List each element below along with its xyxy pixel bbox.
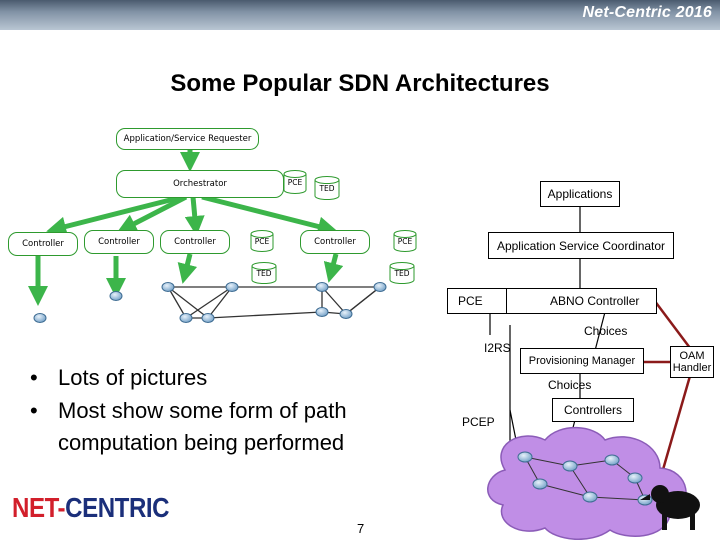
choices-top-label: Choices xyxy=(584,324,628,338)
controllers-box: Controllers xyxy=(552,398,634,422)
net-centric-logo: NET-CENTRIC xyxy=(12,492,170,524)
network-cloud xyxy=(487,426,687,540)
controller-box-2: Controller xyxy=(84,230,154,254)
pcep-label: PCEP xyxy=(462,415,495,429)
choices-mid-label: Choices xyxy=(548,378,592,392)
bullet-text: computation being performed xyxy=(58,430,345,455)
pce-divider xyxy=(448,289,507,313)
abno-controller-label: ABNO Controller xyxy=(550,294,640,308)
provisioning-manager-box: Provisioning Manager xyxy=(520,348,644,374)
right-pce: PCE xyxy=(393,230,417,252)
controller-ted-label: TED xyxy=(256,268,272,278)
cylinder-icon xyxy=(251,262,277,284)
controller-box-3: Controller xyxy=(160,230,230,254)
right-pce-label: PCE xyxy=(397,236,413,246)
bullet-list: •Lots of pictures •Most show some form o… xyxy=(30,362,347,460)
oam-handler-box: OAM Handler xyxy=(670,346,714,378)
cylinder-icon xyxy=(389,262,415,284)
cylinder-icon xyxy=(314,176,340,200)
cylinder-icon xyxy=(393,230,417,252)
bullet-text: Most show some form of path xyxy=(58,397,347,423)
applications-box: Applications xyxy=(540,181,620,207)
abno-box: PCE ABNO Controller xyxy=(447,288,657,314)
orchestrator-pce-label: PCE xyxy=(287,177,303,187)
orchestrator-box: Orchestrator xyxy=(116,170,284,198)
banner-text: Net-Centric 2016 xyxy=(582,4,712,21)
coordinator-box: Application Service Coordinator xyxy=(488,232,674,259)
i2rs-label: I2RS xyxy=(484,341,511,355)
green-arrows xyxy=(28,148,344,306)
oam-connectors xyxy=(642,299,692,481)
slide-title: Some Popular SDN Architectures xyxy=(170,70,550,97)
orchestrator-ted-label: TED xyxy=(319,183,335,193)
abno-pce-label: PCE xyxy=(458,294,483,308)
network-nodes xyxy=(33,282,387,323)
mascot-icon xyxy=(640,485,700,530)
page-number: 7 xyxy=(357,521,365,536)
orchestrator-ted: TED xyxy=(314,176,340,200)
header-banner: Net-Centric 2016 xyxy=(0,0,720,30)
bullet-continuation: computation being performed xyxy=(30,427,347,460)
requester-box: Application/Service Requester xyxy=(116,128,259,150)
controller-box-4: Controller xyxy=(300,230,370,254)
bullet-text: Lots of pictures xyxy=(58,365,208,390)
controller-pce-label: PCE xyxy=(254,236,270,246)
bullet-item: •Most show some form of path xyxy=(30,395,347,428)
controller-box-1: Controller xyxy=(8,232,78,256)
right-ted: TED xyxy=(389,262,415,284)
logo-suffix: CENTRIC xyxy=(65,492,170,523)
controller-pce: PCE xyxy=(250,230,274,252)
cylinder-icon xyxy=(250,230,274,252)
orchestrator-pce: PCE xyxy=(283,170,307,194)
bullet-item: •Lots of pictures xyxy=(30,362,347,395)
controller-ted: TED xyxy=(251,262,277,284)
right-ted-label: TED xyxy=(394,268,410,278)
cylinder-icon xyxy=(283,170,307,194)
logo-prefix: NET- xyxy=(12,492,66,523)
